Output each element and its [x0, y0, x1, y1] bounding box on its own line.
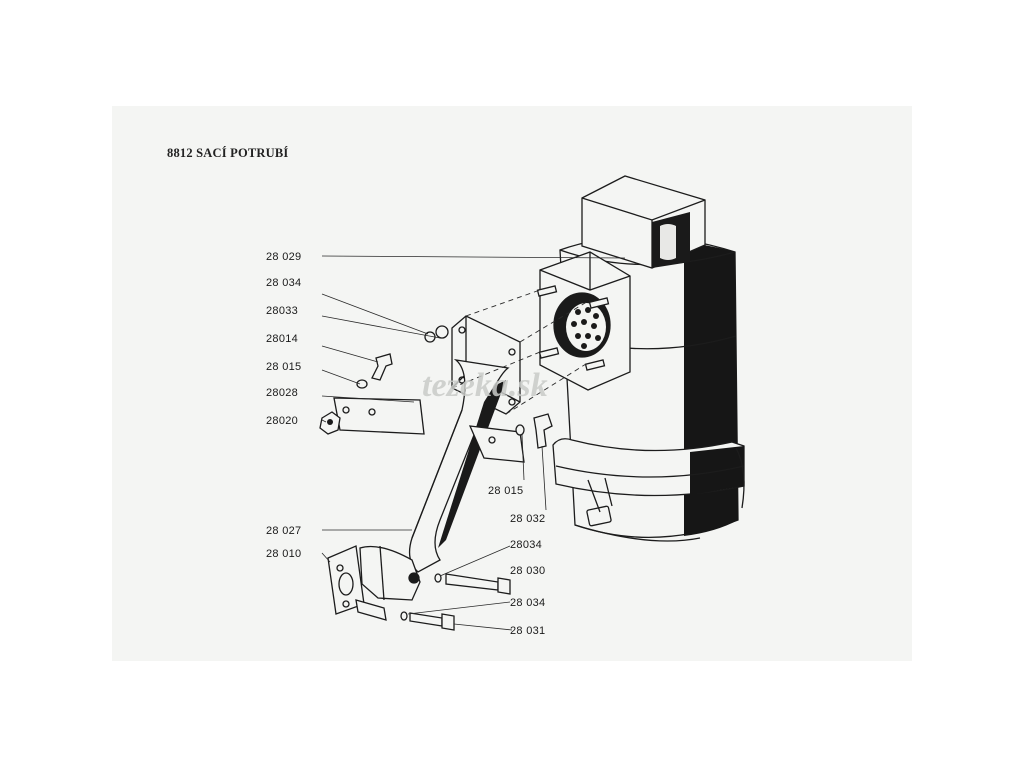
watermark-text: tezeka.sk [422, 367, 548, 404]
flange-gasket [327, 545, 387, 621]
diagram-title: 8812 SACÍ POTRUBÍ [167, 146, 289, 160]
part-label-28034-bottom: 28 034 [510, 597, 545, 609]
intake-pipe [359, 315, 521, 601]
part-label-28029: 28 029 [266, 251, 301, 263]
part-label-28015-left: 28 015 [266, 361, 301, 373]
part-label-28015-right: 28 015 [488, 485, 523, 497]
intake-cap-box [581, 175, 706, 269]
part-label-28031: 28 031 [510, 625, 545, 637]
canister-inlet-flange [536, 251, 631, 391]
part-labels: 28 029 28 034 28033 28014 28 015 28028 2… [266, 251, 545, 637]
part-label-28014: 28014 [266, 333, 298, 345]
part-label-28030: 28 030 [510, 565, 545, 577]
part-label-28034-mid: 28034 [510, 539, 542, 551]
part-label-28020: 28020 [266, 415, 298, 427]
leader-lines [321, 255, 626, 631]
assembly-dash-lines [451, 289, 591, 415]
part-label-28027: 28 027 [266, 525, 301, 537]
part-label-28028: 28028 [266, 387, 298, 399]
part-label-28033: 28033 [266, 305, 298, 317]
part-label-28010: 28 010 [266, 548, 301, 560]
part-label-28034-top: 28 034 [266, 277, 301, 289]
part-label-28032: 28 032 [510, 513, 545, 525]
hardware-parts [319, 325, 553, 631]
